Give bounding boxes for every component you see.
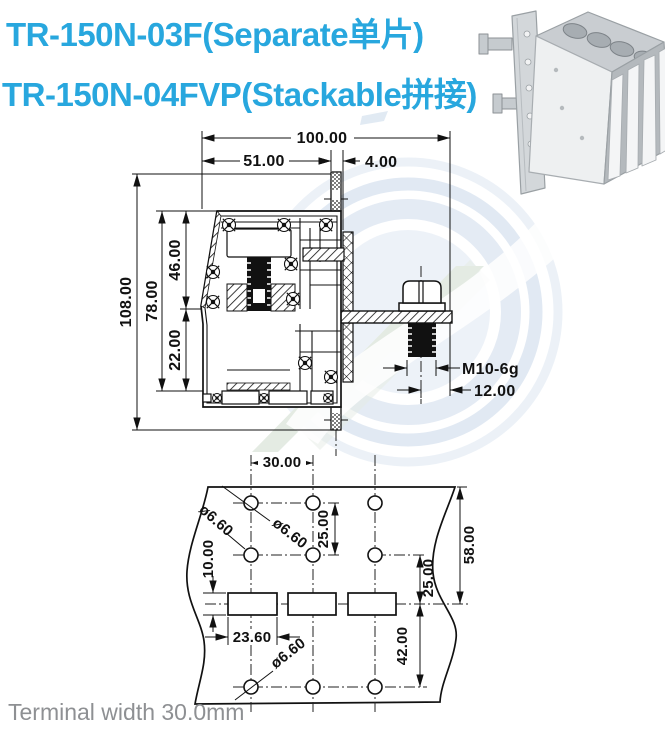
dim-plate-thickness: 4.00 <box>365 154 397 171</box>
dim-total-width: 100.00 <box>297 130 348 147</box>
dim-hole-pitch-y: 25.00 <box>315 510 332 549</box>
bolt-washer <box>398 302 446 312</box>
dim-slot-to-bottom-row: 42.00 <box>394 627 411 666</box>
dim-thread-spec: M10-6g <box>462 361 519 378</box>
dim-left-width: 51.00 <box>243 153 285 170</box>
title-line-2: TR-150N-04FVP(Stackable拼接) <box>2 76 477 113</box>
bolt-hex-head <box>402 280 442 304</box>
terminal-slots <box>227 592 397 616</box>
dim-upper-height: 46.00 <box>167 239 184 281</box>
product-3d-render <box>478 10 665 195</box>
terminal-bolt <box>398 280 446 357</box>
cross-section-view: 100.00 51.00 4.00 108.00 78.00 46.00 22.… <box>118 129 519 456</box>
bolt-thread-stud <box>408 323 436 357</box>
dim-total-height: 108.00 <box>118 277 135 328</box>
link-bar <box>302 247 345 262</box>
terminal-width-note: Terminal width 30.0mm <box>8 699 245 725</box>
clamp-body <box>226 228 292 258</box>
dim-stud-length: 12.00 <box>474 383 516 400</box>
hole-dia-leaders <box>221 485 274 701</box>
housing-section <box>200 210 345 408</box>
title-line-1: TR-150N-03F(Separate单片) <box>6 16 424 53</box>
dim-lower-height: 22.00 <box>167 329 184 371</box>
bottom-hole-pattern-view: 30.00 25.00 25.00 42.00 58.00 10.00 23.6… <box>186 454 478 712</box>
dim-row-to-slot: 25.00 <box>420 559 437 598</box>
dim-slot-height: 10.00 <box>200 540 217 579</box>
dim-hole-pitch-x: 30.00 <box>263 454 302 471</box>
dim-top-to-slot: 58.00 <box>461 526 478 565</box>
dim-body-height: 78.00 <box>144 280 161 322</box>
mounting-holes <box>243 495 383 695</box>
dim-slot-width: 23.60 <box>233 629 272 646</box>
